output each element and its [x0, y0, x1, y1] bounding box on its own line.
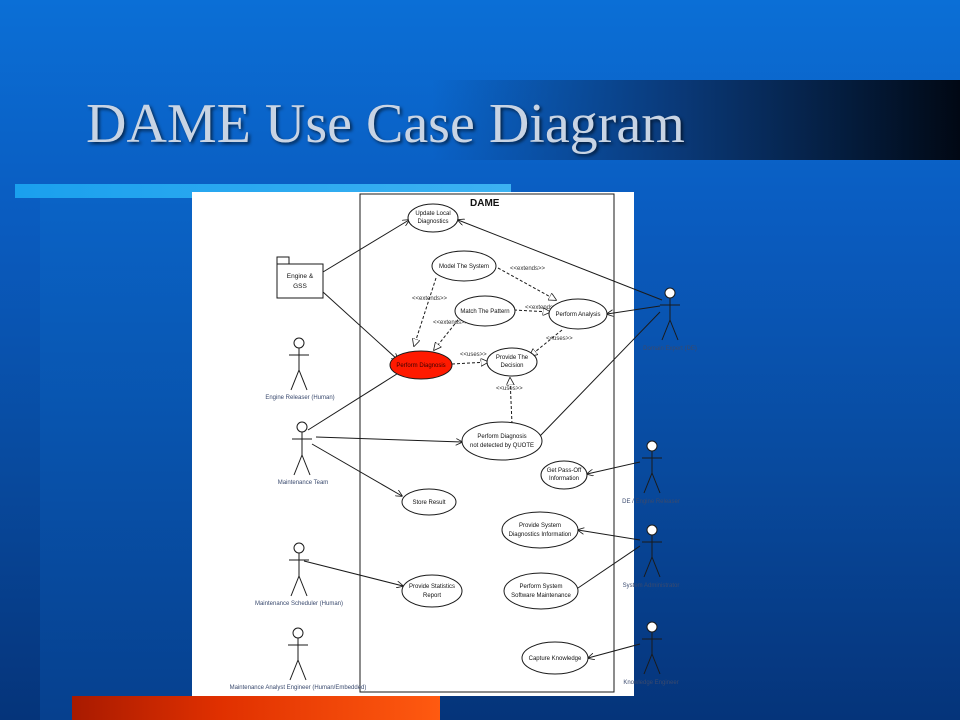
use-case-diagnosis-not-detected: Perform Diagnosis not detected by QUOTE — [461, 421, 543, 461]
use-case-update-local-diagnostics: Update Local Diagnostics — [407, 203, 459, 233]
actor-label-knowledge-engineer: Knowledge Engineer — [623, 680, 678, 686]
actor-label-maintenance-scheduler: Maintenance Scheduler (Human) — [255, 601, 343, 607]
svg-text:Engine &: Engine & — [287, 273, 314, 280]
svg-text:Diagnostics: Diagnostics — [417, 219, 448, 225]
actor-label-maintenance-team: Maintenance Team — [278, 480, 329, 486]
svg-text:Information: Information — [549, 476, 579, 482]
use-case-perform-analysis: Perform Analysis — [548, 298, 608, 330]
svg-text:Get Pass-Off: Get Pass-Off — [547, 468, 582, 474]
actor-label-maintenance-analyst: Maintenance Analyst Engineer (Human/Embe… — [230, 685, 367, 691]
actor-maintenance-team — [292, 421, 312, 476]
svg-text:Capture Knowledge: Capture Knowledge — [529, 656, 582, 662]
use-case-perform-diagnosis: Perform Diagnosis — [389, 350, 453, 380]
svg-text:Provide Statistics: Provide Statistics — [409, 584, 455, 590]
use-case-store-result: Store Result — [401, 488, 457, 516]
svg-text:Perform Diagnosis: Perform Diagnosis — [477, 434, 526, 440]
use-case-capture-knowledge: Capture Knowledge — [521, 641, 589, 675]
svg-text:<<extends>>: <<extends>> — [433, 320, 469, 326]
use-case-model-the-system: Model The System — [431, 250, 497, 282]
svg-text:<<extends>>: <<extends>> — [510, 266, 546, 272]
left-strip — [40, 198, 192, 720]
actor-label-domain-expert: Domain Expert (DE) — [643, 346, 697, 352]
actor-system-administrator — [642, 524, 662, 578]
actor-de-engine-releaser — [642, 440, 662, 494]
use-case-provide-statistics-report: Provide Statistics Report — [401, 574, 463, 608]
svg-text:Match The Pattern: Match The Pattern — [460, 309, 509, 315]
use-case-perform-system-maintenance: Perform System Software Maintenance — [503, 572, 579, 610]
svg-text:Update Local: Update Local — [415, 211, 450, 217]
actor-domain-expert — [660, 287, 680, 341]
svg-text:<<uses>>: <<uses>> — [460, 352, 487, 358]
title-band — [0, 80, 960, 160]
svg-text:<<uses>>: <<uses>> — [496, 386, 523, 392]
actor-label-de-engine-releaser: DE / Engine Releaser — [622, 499, 680, 505]
actor-label-engine-releaser: Engine Releaser (Human) — [265, 395, 334, 401]
svg-text:Report: Report — [423, 593, 441, 599]
svg-text:Decision: Decision — [500, 363, 523, 369]
relation-labels: <<extends>> <<extends>> <<extends>> <<ex… — [412, 266, 573, 392]
actor-maintenance-scheduler — [289, 542, 309, 597]
slide-title: DAME Use Case Diagram — [86, 93, 685, 155]
use-case-match-the-pattern: Match The Pattern — [454, 295, 516, 327]
use-case-provide-system-diagnostics: Provide System Diagnostics Information — [501, 511, 579, 549]
svg-text:<<extends>>: <<extends>> — [525, 305, 561, 311]
svg-text:Perform System: Perform System — [519, 584, 562, 590]
svg-text:GSS: GSS — [293, 283, 307, 290]
svg-text:<<extends>>: <<extends>> — [412, 296, 448, 302]
use-case-provide-the-decision: Provide The Decision — [486, 347, 538, 377]
engine-gss-component: Engine & GSS — [276, 256, 324, 299]
bottom-accent-bar — [72, 696, 440, 720]
svg-text:Perform Diagnosis: Perform Diagnosis — [396, 363, 445, 369]
svg-text:Model The System: Model The System — [439, 264, 489, 270]
svg-text:Provide System: Provide System — [519, 523, 561, 529]
system-label: DAME — [470, 198, 500, 209]
svg-text:<<uses>>: <<uses>> — [546, 336, 573, 342]
actor-engine-releaser — [289, 337, 309, 391]
svg-text:Diagnostics Information: Diagnostics Information — [509, 532, 572, 538]
svg-text:not detected by QUOTE: not detected by QUOTE — [470, 443, 534, 449]
svg-text:Software Maintenance: Software Maintenance — [511, 593, 571, 599]
actor-knowledge-engineer — [642, 621, 662, 675]
diagram-canvas — [192, 192, 634, 696]
dependency-lines — [414, 267, 563, 425]
use-case-get-pass-off-information: Get Pass-Off Information — [540, 460, 588, 490]
svg-text:Provide The: Provide The — [496, 355, 529, 361]
actor-maintenance-analyst — [288, 627, 308, 681]
actor-label-system-administrator: System Administrator — [623, 583, 680, 589]
system-boundary — [359, 193, 615, 693]
svg-text:Store Result: Store Result — [412, 500, 445, 506]
association-lines — [303, 220, 663, 658]
svg-text:Perform Analysis: Perform Analysis — [555, 312, 600, 318]
